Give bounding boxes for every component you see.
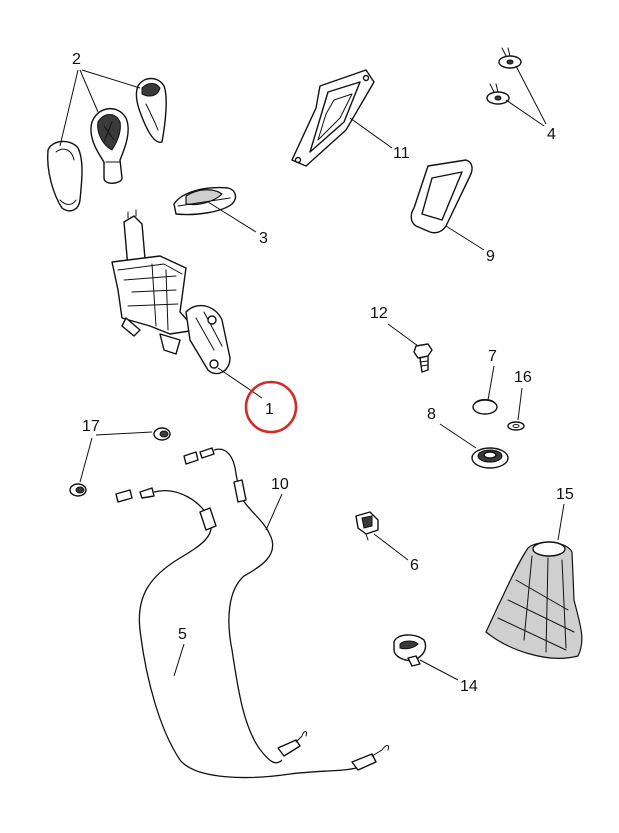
hex-bolt[interactable] [413,343,433,373]
callout-label: 16 [514,369,532,386]
callout-3: 3 [207,201,268,247]
callout-label: 8 [427,406,436,423]
callout-label: 17 [82,418,100,435]
bushing-upper[interactable] [153,427,171,441]
push-clip-upper[interactable] [498,47,522,69]
gear-boot-trim[interactable] [173,186,237,216]
callout-8: 8 [427,406,477,449]
callout-16: 16 [514,369,532,421]
gear-knob-right[interactable] [135,77,167,143]
shift-cable-short[interactable] [115,487,389,779]
callout-label: 2 [72,51,81,68]
callout-7: 7 [487,348,497,401]
mounting-plate[interactable] [291,69,375,167]
callout-11: 11 [349,117,410,162]
callout-15: 15 [556,486,574,541]
gear-knob-left[interactable] [46,140,83,212]
callout-1: 1 [217,367,298,434]
callout-label: 1 [265,401,274,418]
callout-label: 12 [370,305,388,322]
callout-label: 5 [178,626,187,643]
callout-label: 10 [271,476,289,493]
callout-6: 6 [373,533,419,574]
callout-label: 14 [460,678,478,695]
callout-label: 15 [556,486,574,503]
shift-cable-long[interactable] [183,447,307,764]
callout-17: 17 [79,418,153,483]
callout-12: 12 [370,305,419,347]
cable-grommet[interactable] [471,447,509,469]
callout-2: 2 [59,51,141,147]
cable-clip[interactable] [355,511,379,541]
callout-label: 4 [547,126,556,143]
callout-label: 6 [410,557,419,574]
callout-label: 9 [486,248,495,265]
callout-label: 7 [488,348,497,365]
hose-clamp[interactable] [393,634,427,667]
rectangular-seal[interactable] [410,159,473,234]
callout-label: 11 [393,145,410,162]
gear-knob-center[interactable] [90,108,129,184]
highlight-circle [244,380,298,434]
washer[interactable] [507,421,525,431]
callout-label: 3 [259,230,268,247]
callout-9: 9 [445,225,495,265]
callout-4: 4 [505,65,556,143]
bushing-lower[interactable] [69,483,87,497]
callout-5: 5 [173,626,187,677]
push-clip-lower[interactable] [486,83,510,105]
shift-gaiter[interactable] [485,541,583,659]
gear-shifter-assembly[interactable] [111,209,231,375]
callout-10: 10 [265,476,289,531]
callout-14: 14 [419,659,478,695]
round-cap[interactable] [472,399,498,415]
